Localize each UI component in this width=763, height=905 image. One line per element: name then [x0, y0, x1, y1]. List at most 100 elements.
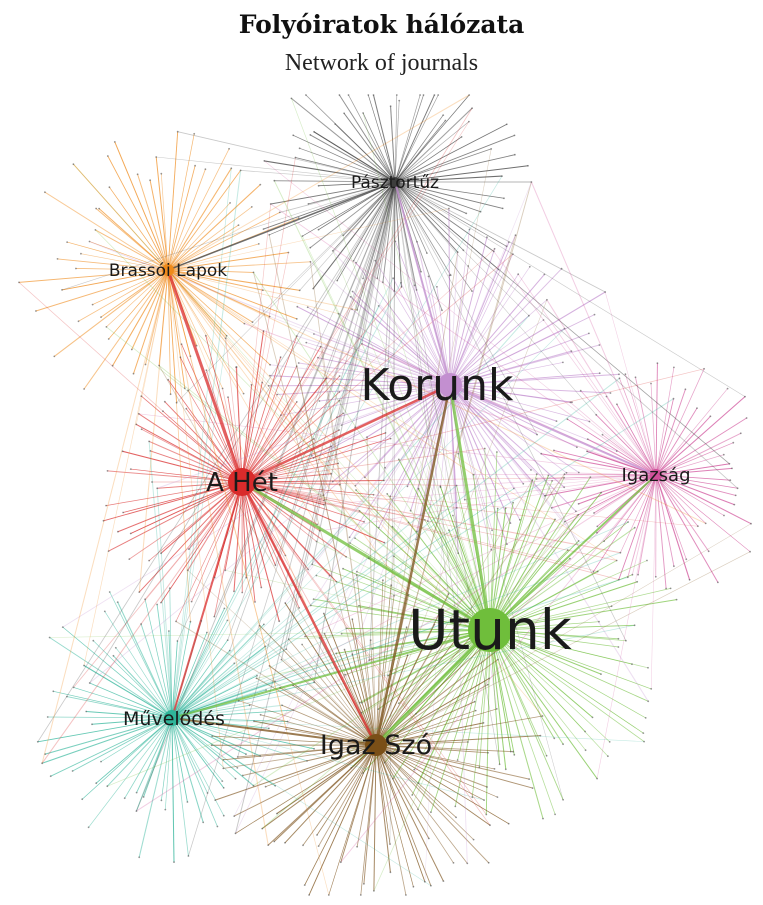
peripheral-node	[382, 579, 384, 582]
network-edge	[449, 241, 510, 386]
network-edge	[336, 629, 491, 654]
peripheral-node	[338, 375, 341, 377]
peripheral-node	[187, 389, 189, 392]
network-edge	[394, 181, 416, 286]
network-edge	[171, 717, 236, 779]
network-edge	[109, 186, 169, 271]
network-edge	[188, 481, 243, 550]
peripheral-node	[569, 401, 572, 404]
network-edge	[171, 278, 394, 719]
peripheral-node	[193, 132, 196, 135]
network-edge	[241, 157, 296, 483]
network-edge	[171, 717, 204, 823]
network-edge	[410, 384, 451, 511]
network-edge	[375, 479, 533, 746]
peripheral-node	[222, 787, 225, 789]
peripheral-node	[554, 813, 556, 816]
network-edge	[49, 629, 491, 638]
peripheral-node	[264, 645, 267, 648]
network-edge	[171, 675, 258, 719]
network-edge	[449, 384, 565, 488]
peripheral-node	[463, 498, 466, 501]
network-edge	[351, 654, 377, 746]
peripheral-node	[290, 97, 293, 100]
peripheral-node	[164, 808, 167, 811]
peripheral-node	[340, 632, 343, 635]
peripheral-node	[253, 720, 255, 722]
network-edge	[270, 364, 451, 386]
network-edge	[394, 94, 424, 183]
peripheral-node	[52, 690, 55, 693]
peripheral-node	[44, 191, 46, 194]
network-edge	[536, 474, 657, 480]
network-edge	[567, 418, 657, 476]
hub-label-brassoi-lapok: Brassói Lapok	[109, 261, 227, 281]
network-edge	[213, 481, 243, 617]
network-edge	[162, 410, 243, 483]
network-edge	[171, 628, 347, 719]
peripheral-node	[426, 520, 429, 523]
peripheral-node	[111, 364, 114, 367]
network-edge	[394, 181, 499, 270]
peripheral-node	[471, 107, 473, 110]
network-edge	[356, 744, 377, 847]
peripheral-node	[377, 305, 380, 307]
peripheral-node	[485, 813, 488, 816]
network-edge	[285, 648, 377, 746]
peripheral-node	[562, 743, 564, 746]
peripheral-node	[417, 487, 420, 490]
network-edge	[323, 181, 396, 496]
peripheral-node	[180, 343, 183, 345]
peripheral-node	[626, 576, 629, 579]
hub-link	[374, 628, 492, 747]
peripheral-node	[528, 778, 531, 780]
peripheral-node	[384, 432, 387, 434]
network-edge	[619, 378, 657, 476]
peripheral-node	[577, 513, 580, 516]
hub-label-muvelodes: Művelődés	[123, 708, 225, 730]
network-edge	[131, 269, 169, 350]
network-edge	[53, 690, 173, 719]
peripheral-node	[295, 365, 298, 367]
network-edge	[261, 744, 377, 830]
network-edge	[390, 106, 396, 183]
peripheral-node	[106, 155, 109, 157]
peripheral-node	[407, 594, 410, 596]
network-edge	[449, 268, 562, 386]
network-edge	[157, 481, 243, 489]
peripheral-node	[617, 578, 620, 581]
network-edge	[167, 269, 321, 532]
network-edge	[117, 481, 243, 533]
peripheral-node	[160, 799, 163, 802]
peripheral-node	[330, 445, 333, 448]
peripheral-node	[616, 403, 618, 406]
network-edge	[489, 560, 617, 631]
network-edge	[439, 485, 491, 631]
peripheral-node	[541, 715, 544, 717]
network-edge	[167, 269, 253, 323]
network-edge	[91, 717, 173, 725]
network-edge	[136, 269, 169, 425]
peripheral-node	[287, 638, 290, 640]
peripheral-node	[117, 530, 119, 533]
network-edge	[138, 413, 657, 476]
peripheral-node	[352, 260, 355, 262]
network-edge	[274, 180, 396, 183]
network-edge	[269, 375, 451, 386]
network-edge	[171, 328, 565, 719]
network-edge	[310, 134, 396, 183]
peripheral-node	[555, 420, 558, 422]
network-edge	[341, 384, 451, 426]
peripheral-node	[306, 760, 308, 762]
peripheral-node	[307, 203, 310, 205]
network-edge	[655, 474, 735, 506]
peripheral-node	[513, 487, 515, 490]
peripheral-node	[345, 627, 348, 630]
network-edge	[625, 374, 657, 476]
network-edge	[244, 323, 657, 476]
network-edge	[171, 175, 503, 719]
peripheral-node	[601, 433, 604, 436]
network-edge	[107, 155, 169, 271]
network-edge	[187, 481, 243, 571]
peripheral-node	[222, 814, 225, 817]
